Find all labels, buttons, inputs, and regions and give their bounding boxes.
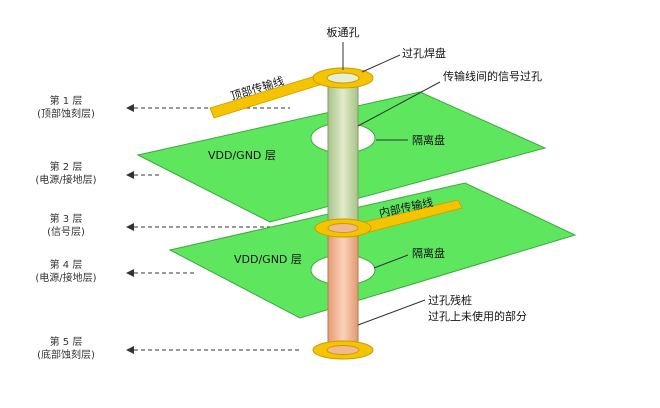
leader-lines (342, 42, 441, 326)
layer-4-desc: (电源/接地层) (35, 271, 96, 284)
vdd-gnd-plane-lower (168, 182, 577, 319)
layer-3-name: 第 3 层 (50, 212, 83, 225)
via-pad-label: 过孔焊盘 (402, 46, 446, 60)
layer-2-name: 第 2 层 (50, 160, 83, 173)
antipad-lower-label: 隔离盘 (412, 246, 445, 260)
layer-1-name: 第 1 层 (50, 94, 83, 107)
layer-3-desc: (信号层) (47, 226, 85, 238)
layer-5-name: 第 5 层 (50, 335, 83, 348)
layer-4-name: 第 4 层 (50, 258, 83, 271)
via-unused-label: 过孔上未使用的部分 (428, 309, 527, 323)
layer-5-desc: (底部蚀刻层) (37, 348, 95, 361)
through-hole-label: 板通孔 (327, 25, 360, 39)
antipad-upper-label: 隔离盘 (412, 133, 445, 147)
plane-label-upper: VDD/GND 层 (208, 149, 276, 162)
via-barrel-lower (327, 227, 359, 351)
arrow-heads (126, 104, 134, 354)
layer-labels: 第 1 层 (顶部蚀刻层) 第 2 层 (电源/接地层) 第 3 层 (信号层)… (35, 94, 96, 361)
signal-via-label: 传输线间的信号过孔 (443, 69, 542, 83)
layer-2-desc: (电源/接地层) (35, 173, 96, 186)
via-stub-label: 过孔残桩 (428, 293, 472, 307)
via-barrel-upper (327, 77, 359, 229)
plane-label-lower: VDD/GND 层 (234, 253, 302, 266)
layer-1-desc: (顶部蚀刻层) (37, 107, 95, 120)
